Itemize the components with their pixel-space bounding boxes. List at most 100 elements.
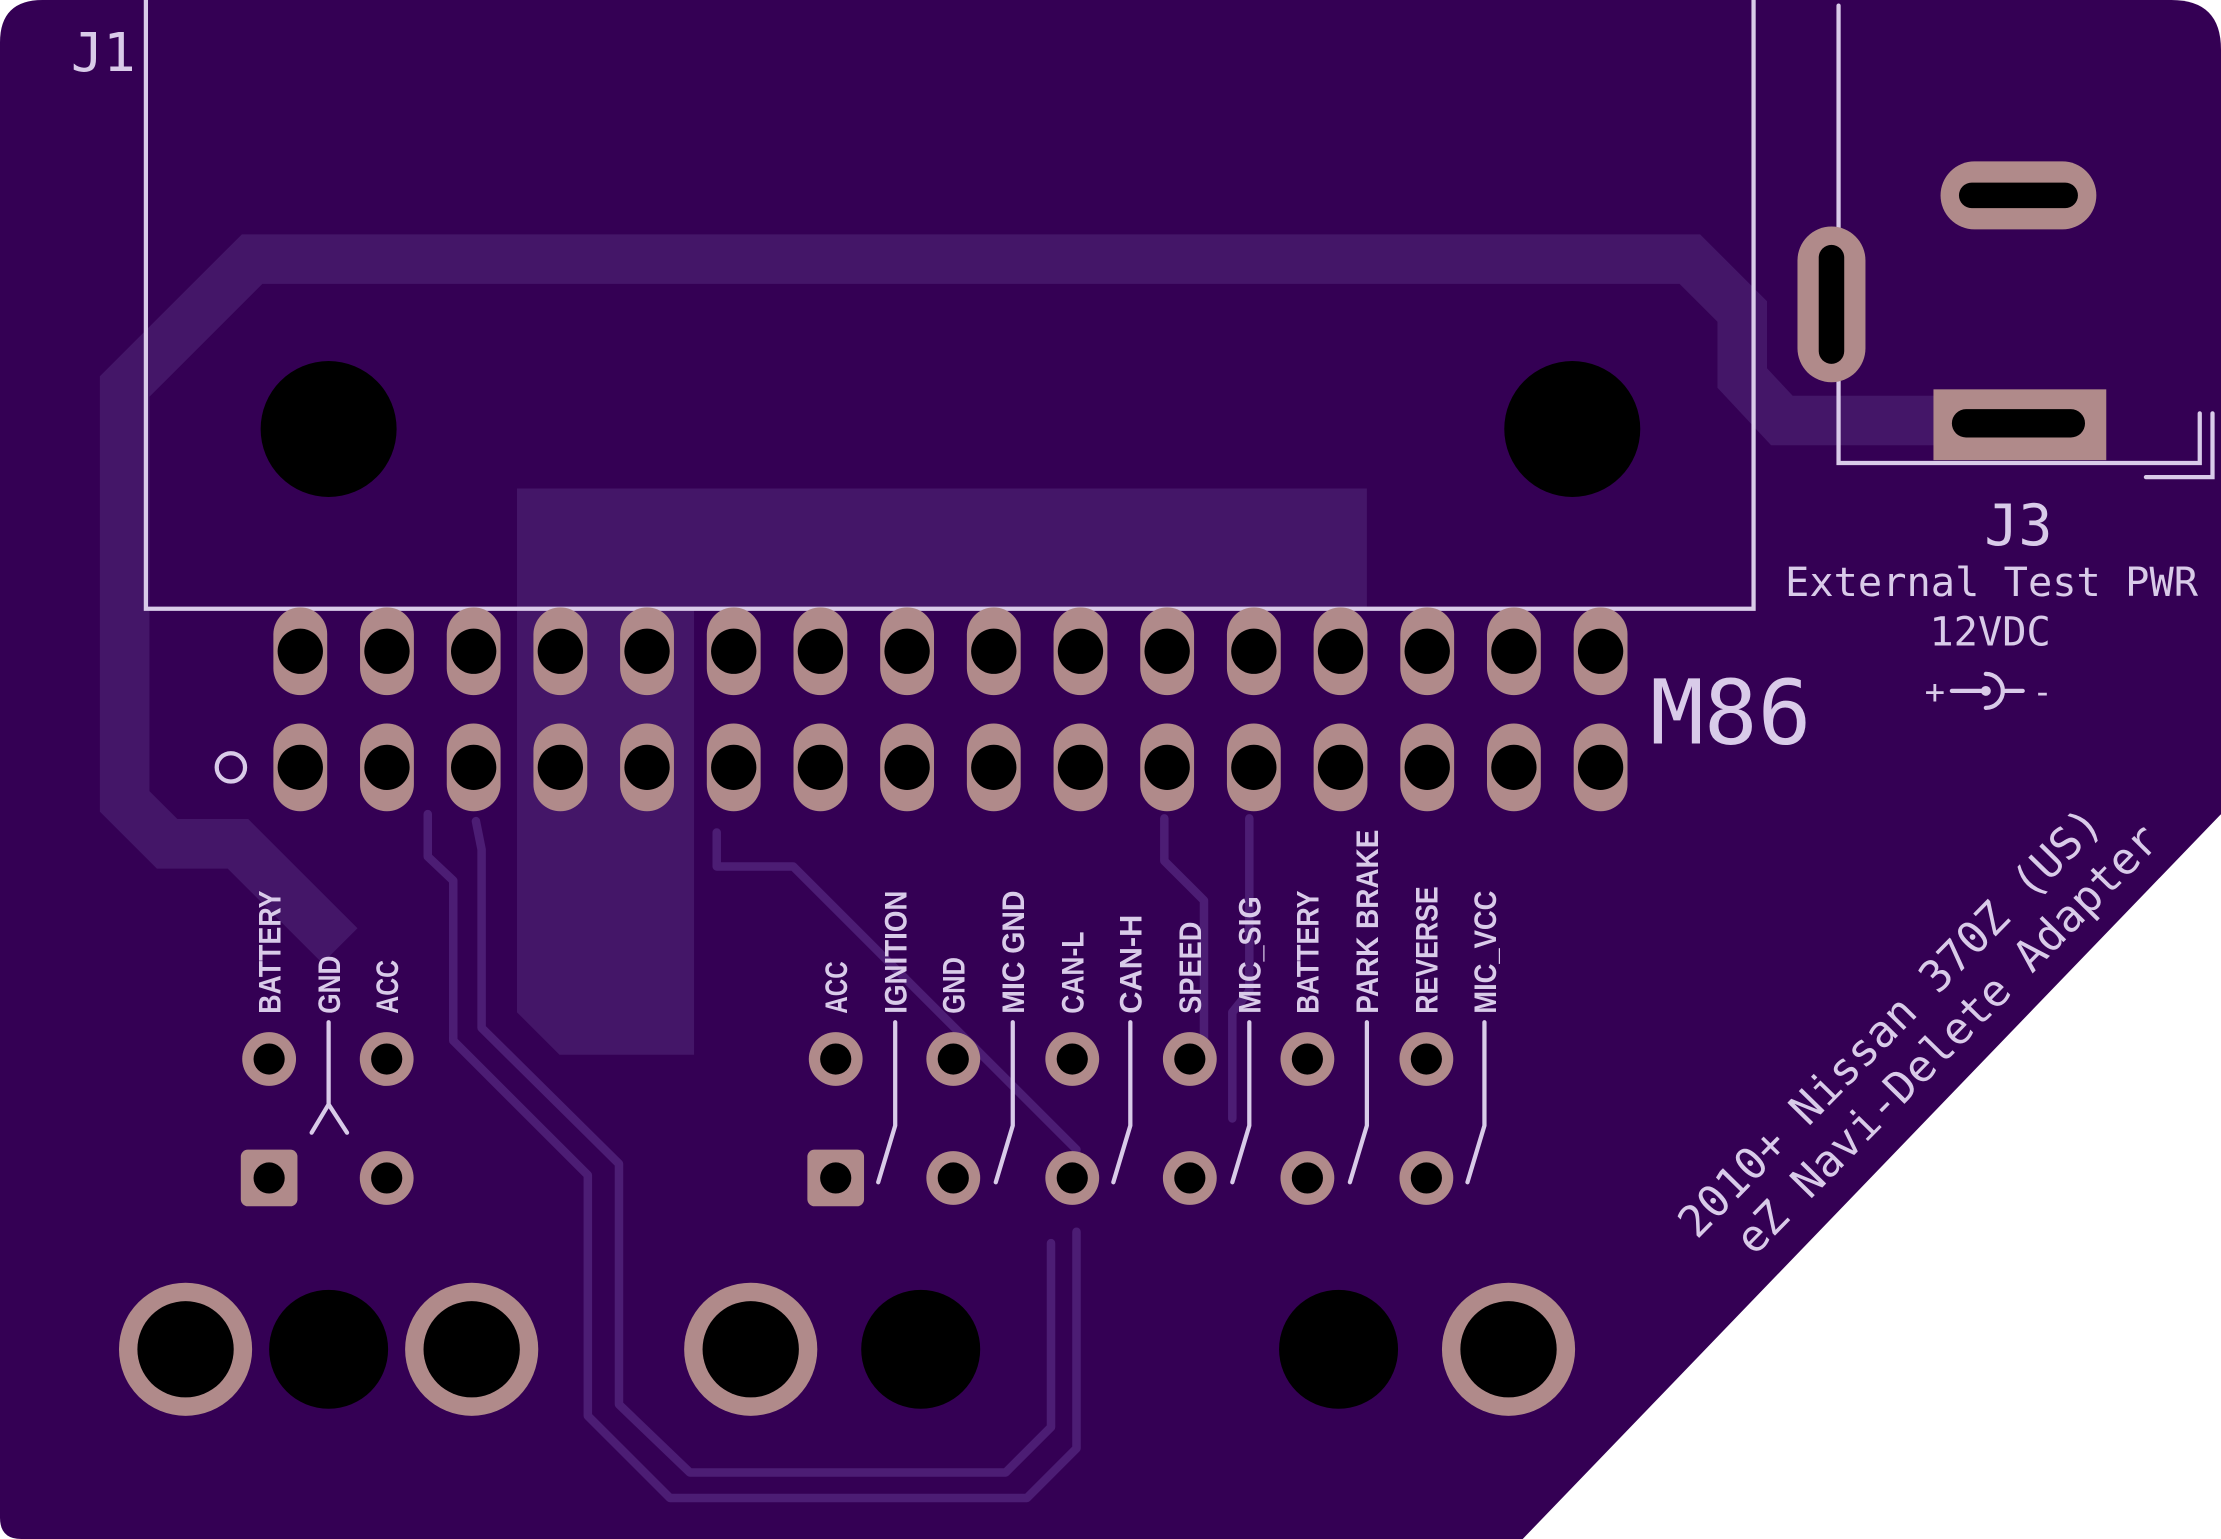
header-pad (446, 607, 501, 696)
j1-refdes: J1 (71, 21, 136, 84)
signal-trace (423, 809, 1081, 1503)
drill-hole (937, 1162, 969, 1194)
drill-hole (253, 1043, 285, 1075)
drill-hole (371, 1043, 403, 1075)
unplated-mounting-hole (1279, 1289, 1399, 1409)
header-pad (706, 607, 761, 696)
polarity-center-dot (1980, 685, 1991, 696)
drill-hole (1491, 744, 1537, 791)
label-gnd: GND (937, 957, 972, 1014)
header-pad (1053, 607, 1108, 696)
drill-hole (1144, 744, 1190, 791)
drill-hole (820, 1162, 852, 1194)
drill-hole (1231, 628, 1277, 674)
drill-hole (450, 628, 497, 674)
header-pad (273, 607, 328, 696)
drill-hole (624, 628, 670, 674)
slot-hole (1958, 182, 2078, 209)
unplated-mounting-hole (269, 1289, 389, 1409)
plated-mounting-hole (405, 1282, 539, 1416)
drill-hole (364, 744, 410, 791)
drill-hole (711, 744, 757, 791)
drill-hole (1174, 1162, 1206, 1194)
plated-mounting-hole (1441, 1282, 1576, 1416)
drill-hole (711, 628, 757, 674)
plated-mounting-hole (118, 1282, 253, 1416)
drill-hole (624, 744, 670, 791)
left-harness-labels: BATTERY GND ACC (252, 890, 405, 1135)
header-pad (533, 723, 588, 812)
m86-header-pads (273, 607, 1628, 812)
header-pad (1486, 723, 1541, 812)
drill-hole (277, 628, 323, 674)
label-leader-line (1111, 1020, 1133, 1185)
header-pad (360, 723, 414, 812)
slot-hole (1951, 409, 2086, 438)
j3-pad-left (1797, 226, 1866, 383)
unplated-mounting-hole (861, 1289, 981, 1409)
drill-hole (1057, 744, 1104, 791)
harness-pads (240, 1032, 1454, 1207)
label-can-h: CAN-H (1114, 915, 1149, 1014)
signal-trace (471, 816, 1056, 1477)
header-pad (1226, 607, 1281, 696)
j3-description: External Test PWR (1785, 559, 2199, 606)
drill-hole (423, 1301, 520, 1398)
polarity-symbol: + - (1925, 671, 2053, 713)
label-reverse: REVERSE (1410, 886, 1445, 1013)
drill-hole (364, 628, 410, 674)
header-pad (1140, 723, 1195, 812)
label-acc: ACC (819, 961, 854, 1013)
header-pad (1486, 607, 1541, 696)
drill-hole (537, 744, 584, 791)
polarity-plus: + (1925, 673, 1945, 713)
label-leader-line (1230, 1020, 1252, 1185)
j3-connector: J3 External Test PWR 12VDC + - (1785, 3, 2215, 713)
drill-hole (884, 628, 930, 674)
drill-hole (1491, 628, 1537, 674)
label-mic-gnd: MIC GND (996, 891, 1031, 1014)
header-pad (446, 723, 501, 812)
label-gnd: GND (312, 956, 347, 1014)
polarity-minus: - (2032, 673, 2052, 713)
header-pad (273, 723, 328, 812)
header-pad (1053, 723, 1108, 812)
drill-hole (884, 744, 930, 791)
drill-hole (1577, 628, 1624, 674)
j3-pad-top (1940, 161, 2097, 230)
drill-hole (1460, 1301, 1557, 1398)
header-pad (1573, 607, 1628, 696)
label-can-l: CAN-L (1056, 932, 1091, 1014)
label-ignition: IGNITION (879, 891, 914, 1014)
mounting-holes (118, 1282, 1576, 1416)
harness-pad (1162, 1032, 1217, 1086)
drill-hole (1577, 744, 1624, 791)
drill-hole (1410, 1162, 1442, 1194)
drill-hole (371, 1162, 403, 1194)
drill-hole (253, 1162, 285, 1194)
harness-pad (1280, 1032, 1335, 1086)
signal-trace (1228, 814, 1254, 1123)
j1-connector: J1 (71, 0, 1756, 611)
header-pad (1400, 723, 1455, 812)
header-pad (620, 723, 674, 812)
gnd-symbol (309, 1020, 350, 1135)
drill-hole (1056, 1043, 1088, 1075)
label-battery: BATTERY (1291, 890, 1326, 1013)
header-pad (533, 607, 588, 696)
drill-hole (797, 744, 844, 791)
j3-refdes: J3 (1984, 493, 2052, 559)
harness-pad (1045, 1151, 1100, 1205)
label-acc: ACC (370, 960, 405, 1014)
j3-pad-bottom (1933, 389, 2107, 461)
drill-hole (937, 1043, 969, 1075)
j3-outline-corner (2143, 411, 2215, 480)
harness-pad (1399, 1151, 1454, 1205)
harness-pad-square (807, 1149, 865, 1207)
header-pad (880, 607, 935, 696)
j1-mounting-hole-left (260, 361, 397, 497)
drill-hole (277, 744, 323, 791)
j1-mounting-hole-right (1504, 361, 1641, 497)
header-pad (1140, 607, 1195, 696)
